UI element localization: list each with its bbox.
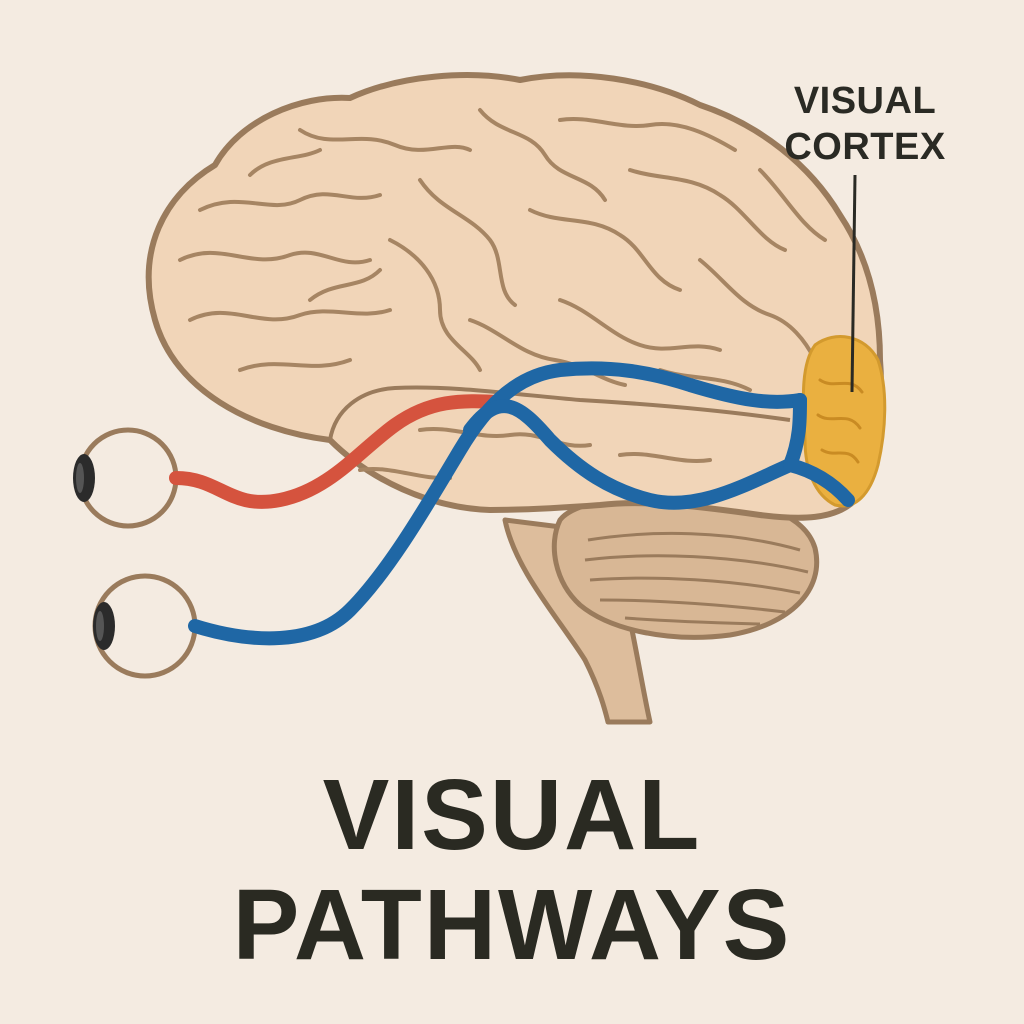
eye-icon <box>92 573 198 679</box>
left-eye-pathway <box>169 394 507 509</box>
cortex-label-line2: CORTEX <box>784 126 946 168</box>
title-line2: PATHWAYS <box>232 869 792 981</box>
cortex-pathway-lower <box>783 458 855 507</box>
crossing-pathway <box>463 399 797 510</box>
cerebellum <box>551 492 820 640</box>
cortex-label-line1: VISUAL <box>793 80 937 122</box>
eye-icon <box>73 427 179 529</box>
page-title: VISUAL PATHWAYS <box>0 760 1024 980</box>
cortex-pathway-upper <box>783 393 807 472</box>
cortex-pointer-line <box>850 174 857 393</box>
visual-cortex-label: VISUAL CORTEX <box>760 78 970 170</box>
title-line1: VISUAL <box>322 759 702 871</box>
brain-icon <box>145 72 887 521</box>
